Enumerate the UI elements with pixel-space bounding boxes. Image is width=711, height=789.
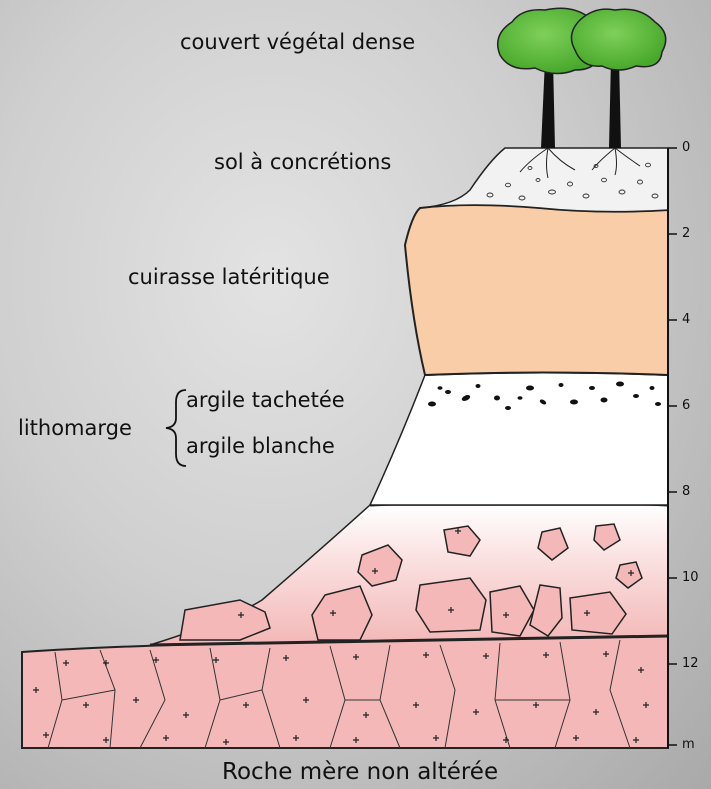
label-cuirasse: cuirasse latéritique	[128, 267, 330, 288]
depth-scale	[668, 148, 677, 748]
argile-layer	[370, 373, 668, 506]
depth-tick-10: 10	[682, 571, 699, 584]
label-lithomarge: lithomarge	[18, 418, 132, 439]
label-soil: sol à concrétions	[214, 152, 391, 173]
depth-unit: m	[682, 738, 695, 751]
depth-tick-6: 6	[682, 399, 690, 412]
label-bedrock: Roche mère non altérée	[222, 761, 498, 784]
cuirasse-layer	[405, 205, 668, 375]
depth-tick-2: 2	[682, 227, 690, 240]
depth-tick-8: 8	[682, 485, 690, 498]
depth-tick-4: 4	[682, 313, 690, 326]
label-argile-blanche: argile blanche	[186, 436, 335, 457]
lithomarge-brace	[166, 390, 186, 466]
bedrock-layer	[22, 636, 668, 748]
label-argile-tachetee: argile tachetée	[186, 390, 345, 411]
depth-tick-12: 12	[682, 657, 699, 670]
label-vegetation: couvert végétal dense	[180, 32, 415, 53]
soil-layer	[420, 148, 668, 212]
depth-tick-0: 0	[682, 141, 690, 154]
